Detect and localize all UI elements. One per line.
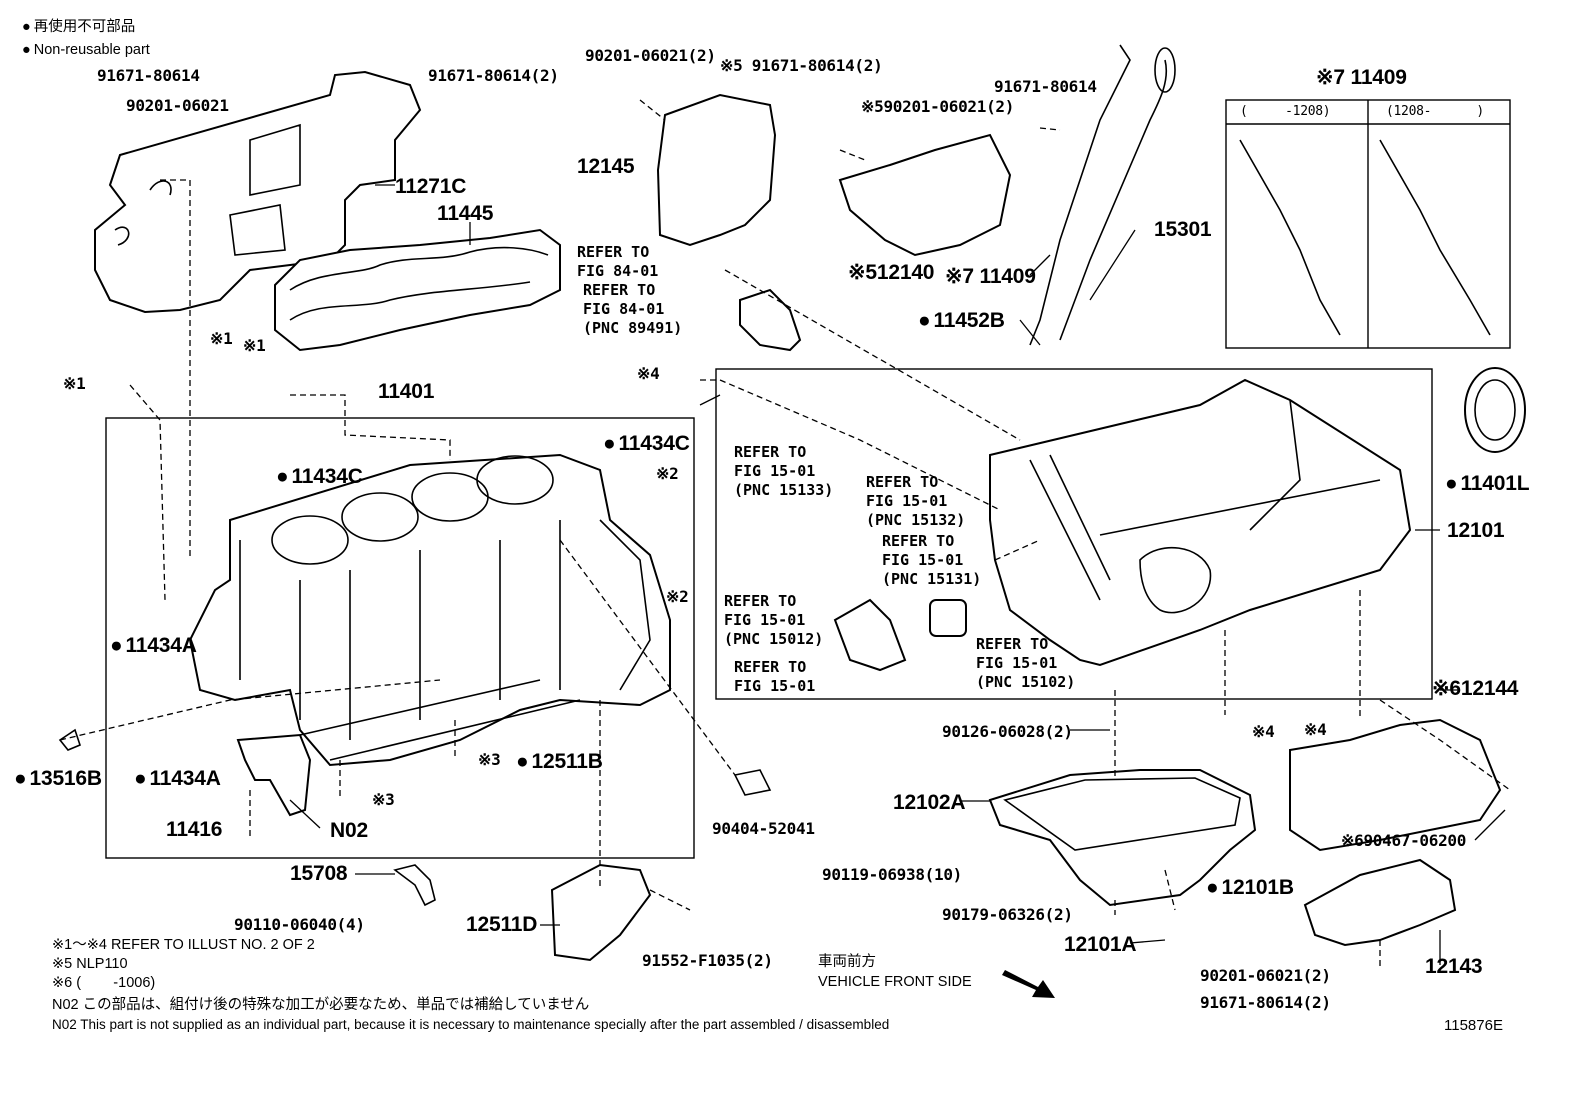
sensor-90404-52041 bbox=[733, 769, 772, 796]
part-label[interactable]: ※1 bbox=[63, 374, 86, 393]
part-label[interactable]: 90179-06326(2) bbox=[942, 905, 1073, 924]
part-label[interactable]: 90404-52041 bbox=[712, 819, 815, 838]
inset-column-label: ( -1208) bbox=[1240, 104, 1331, 119]
part-label[interactable]: 12102A bbox=[893, 791, 966, 814]
part-label[interactable]: 91671-80614 bbox=[994, 77, 1097, 96]
cover-12143 bbox=[1303, 858, 1457, 947]
refer-to-pnc-15133[interactable]: REFER TO FIG 15-01 (PNC 15133) bbox=[734, 443, 834, 499]
inset-column-label: (1208- ) bbox=[1386, 104, 1484, 119]
part-label[interactable]: 12101B bbox=[1206, 877, 1294, 898]
part-label[interactable]: 91552-F1035(2) bbox=[642, 951, 773, 970]
cylinder-block-frame bbox=[105, 417, 695, 859]
bracket-12145 bbox=[656, 93, 777, 247]
refer-to-pnc-15012[interactable]: REFER TO FIG 15-01 (PNC 15012) bbox=[724, 592, 824, 648]
part-label[interactable]: N02 bbox=[330, 819, 368, 842]
vehicle-front-jp: 車両前方 bbox=[818, 954, 876, 970]
footnote: ※5 NLP110 bbox=[52, 956, 128, 972]
diagram-id: 115876E bbox=[1444, 1017, 1503, 1034]
part-label[interactable]: 91671-80614(2) bbox=[428, 66, 559, 85]
part-label[interactable]: 11434A bbox=[110, 635, 196, 656]
part-label[interactable]: ※3 bbox=[478, 750, 501, 769]
part-label[interactable]: 11445 bbox=[437, 202, 494, 225]
part-label[interactable]: 90201-06021(2) bbox=[1200, 966, 1331, 985]
legend-jp: 再使用不可部品 bbox=[22, 19, 135, 35]
refer-to-pnc-15132[interactable]: REFER TO FIG 15-01 (PNC 15132) bbox=[866, 473, 966, 529]
part-label[interactable]: 12101A bbox=[1064, 933, 1137, 956]
part-label[interactable]: ※7 11409 bbox=[945, 265, 1036, 288]
part-label[interactable]: ※612144 bbox=[1432, 677, 1519, 700]
part-label[interactable]: 91671-80614 bbox=[97, 66, 200, 85]
vehicle-front-en: VEHICLE FRONT SIDE bbox=[818, 974, 972, 990]
refer-to-pnc-15102[interactable]: REFER TO FIG 15-01 (PNC 15102) bbox=[976, 635, 1076, 691]
part-label[interactable]: 90110-06040(4) bbox=[234, 915, 365, 934]
part-label[interactable]: 90201-06021 bbox=[126, 96, 229, 115]
part-label[interactable]: 11434C bbox=[603, 433, 689, 454]
part-label[interactable]: 90119-06938(10) bbox=[822, 865, 962, 884]
cylinder-block-11401 bbox=[188, 453, 671, 767]
part-label[interactable]: ※5 91671-80614(2) bbox=[720, 56, 883, 75]
part-label[interactable]: 91671-80614(2) bbox=[1200, 993, 1331, 1012]
part-label[interactable]: 11416 bbox=[166, 818, 223, 841]
oil-filter-bracket bbox=[833, 598, 907, 672]
legend-en: Non-reusable part bbox=[22, 42, 150, 58]
part-label[interactable]: 15708 bbox=[290, 862, 348, 885]
bearing-cap-n02 bbox=[236, 733, 312, 817]
part-label[interactable]: 12511D bbox=[466, 913, 538, 936]
oil-filter-union bbox=[929, 599, 967, 637]
gasket-11445 bbox=[274, 228, 561, 352]
refer-to-pnc-15131[interactable]: REFER TO FIG 15-01 (PNC 15131) bbox=[882, 532, 982, 588]
tube-13516b bbox=[58, 728, 81, 751]
part-label[interactable]: 90126-06028(2) bbox=[942, 722, 1073, 741]
refer-to-fig-84-01-pnc-89491[interactable]: REFER TO FIG 84-01 (PNC 89491) bbox=[583, 281, 683, 337]
part-label[interactable]: 11434A bbox=[134, 768, 220, 789]
oil-pan-upper-frame bbox=[715, 368, 1433, 700]
footnote: N02 This part is not supplied as an indi… bbox=[52, 1017, 890, 1032]
part-label[interactable]: ※7 11409 bbox=[1316, 66, 1407, 89]
part-label[interactable]: ※2 bbox=[666, 587, 689, 606]
part-label[interactable]: ※590201-06021(2) bbox=[861, 97, 1015, 116]
part-label[interactable]: ※4 bbox=[1304, 720, 1327, 739]
footnote: ※1～※4 REFER TO ILLUST NO. 2 OF 2 bbox=[52, 937, 315, 953]
part-label[interactable]: ※3 bbox=[372, 790, 395, 809]
oil-pan-12102a bbox=[988, 769, 1257, 907]
part-label[interactable]: ※690467-06200 bbox=[1341, 831, 1467, 850]
bracket-12511d bbox=[550, 863, 652, 962]
refer-to-fig-15-01[interactable]: REFER TO FIG 15-01 bbox=[734, 658, 816, 695]
part-label[interactable]: ※1 bbox=[210, 329, 233, 348]
part-label[interactable]: ※2 bbox=[656, 464, 679, 483]
dipstick-guide-11409 bbox=[1029, 44, 1131, 346]
part-label[interactable]: 11401L bbox=[1445, 473, 1529, 494]
cover-12144 bbox=[1289, 718, 1502, 852]
part-label[interactable]: 90201-06021(2) bbox=[585, 46, 716, 65]
part-label[interactable]: 12143 bbox=[1425, 955, 1483, 978]
part-label[interactable]: 12145 bbox=[577, 155, 635, 178]
part-label[interactable]: ※4 bbox=[637, 364, 660, 383]
part-label[interactable]: 11434C bbox=[276, 466, 362, 487]
oil-pressure-switch bbox=[739, 288, 802, 352]
part-label[interactable]: 11401 bbox=[378, 380, 435, 403]
part-label[interactable]: 13516B bbox=[14, 768, 102, 789]
oil-pan-upper-12101 bbox=[989, 378, 1412, 667]
part-label[interactable]: ※1 bbox=[243, 336, 266, 355]
pipe-15708 bbox=[393, 864, 436, 907]
dipstick-15301 bbox=[1059, 59, 1168, 341]
part-label[interactable]: 11271C bbox=[395, 175, 467, 198]
part-label[interactable]: 11452B bbox=[918, 310, 1004, 331]
front-direction-arrow-icon bbox=[1002, 970, 1055, 998]
bracket-12140 bbox=[838, 133, 1012, 257]
part-label[interactable]: ※4 bbox=[1252, 722, 1275, 741]
refer-to-fig-84-01[interactable]: REFER TO FIG 84-01 bbox=[577, 243, 659, 280]
footnote: N02 この部品は、組付け後の特殊な加工が必要なため、単品では補給していません bbox=[52, 997, 590, 1013]
part-label[interactable]: 12101 bbox=[1447, 519, 1505, 542]
part-label[interactable]: 12511B bbox=[516, 751, 602, 772]
footnote: ※6 ( -1006) bbox=[52, 975, 156, 991]
part-label[interactable]: 15301 bbox=[1154, 218, 1212, 241]
part-label[interactable]: ※512140 bbox=[848, 261, 935, 284]
